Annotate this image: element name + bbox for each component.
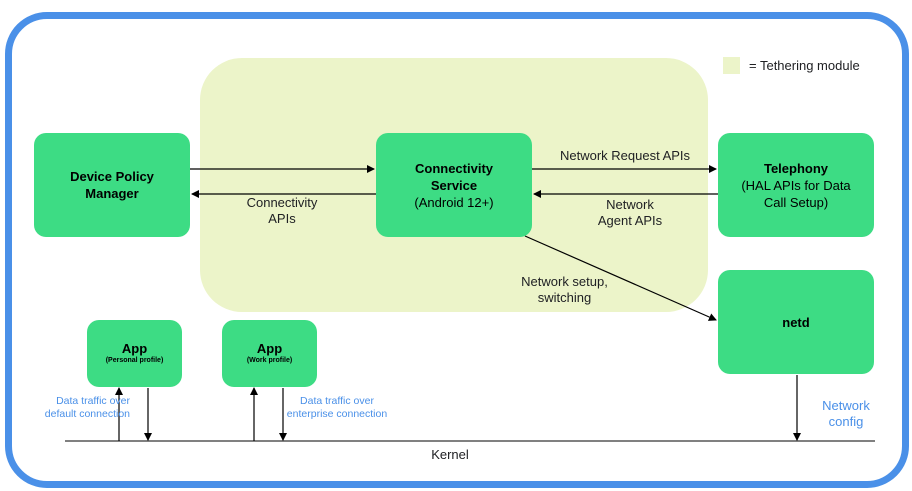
traffic-default-label: Data traffic over default connection — [44, 395, 130, 420]
netd-box: netd — [718, 270, 874, 374]
connectivity-service-box: Connectivity Service (Android 12+) — [376, 133, 532, 237]
connectivity-apis-label: Connectivity APIs — [246, 195, 318, 226]
connectivity-service-title: Connectivity Service — [414, 160, 493, 193]
work-app-box: App (Work profile) — [222, 320, 317, 387]
telephony-subtitle: (HAL APIs for Data Call Setup) — [741, 177, 851, 210]
telephony-box: Telephony (HAL APIs for Data Call Setup) — [718, 133, 874, 237]
work-app-subtitle: (Work profile) — [246, 357, 293, 364]
device-policy-manager-title: Device Policy Manager — [70, 169, 154, 201]
system-frame — [5, 12, 909, 488]
connectivity-service-subtitle: (Android 12+) — [414, 194, 494, 210]
telephony-title: Telephony — [763, 160, 829, 176]
netd-title: netd — [782, 314, 810, 330]
legend-label: = Tethering module — [749, 58, 860, 73]
network-request-apis-label: Network Request APIs — [559, 148, 691, 163]
personal-app-box: App (Personal profile) — [87, 320, 182, 387]
arrow-connectivity-to-netd — [524, 235, 717, 321]
work-app-title: App — [256, 341, 283, 356]
personal-app-subtitle: (Personal profile) — [105, 357, 164, 364]
network-config-label: Network config — [822, 398, 870, 429]
kernel-label: Kernel — [431, 447, 469, 462]
traffic-enterprise-label: Data traffic over enterprise connection — [286, 395, 388, 420]
personal-app-title: App — [121, 341, 148, 356]
network-agent-apis-label: Network Agent APIs — [597, 197, 663, 228]
legend-swatch — [723, 57, 740, 74]
device-policy-manager-box: Device Policy Manager — [34, 133, 190, 237]
network-setup-label: Network setup, switching — [521, 274, 608, 305]
